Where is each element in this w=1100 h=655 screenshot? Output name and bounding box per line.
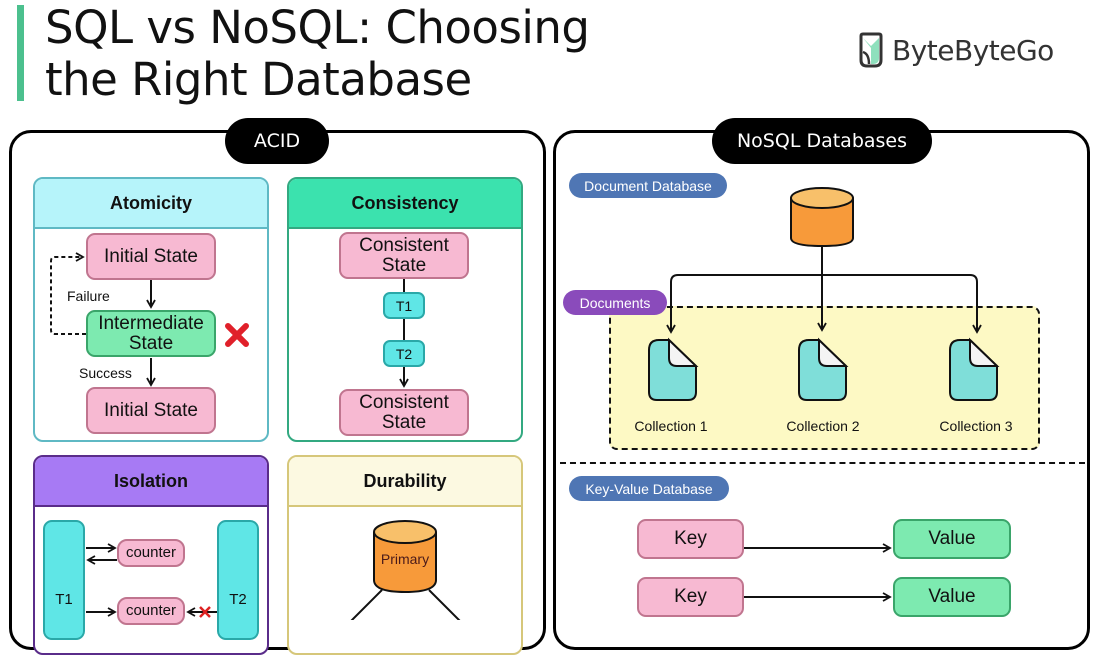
failure-rollback-arrow [50, 252, 86, 335]
atomicity-intermediate-state: Intermediate State [86, 310, 216, 357]
durability-diagram [350, 520, 461, 620]
isolation-arrows [86, 543, 217, 618]
atomicity-initial-state-top: Initial State [86, 233, 216, 280]
isolation-counter-top: counter [117, 539, 185, 567]
bytebytego-logo-icon [859, 32, 883, 68]
document-db-diagram [648, 187, 1000, 401]
kv-value-2: Value [893, 577, 1011, 617]
document-database-tag: Document Database [569, 173, 727, 198]
kv-arrows [744, 543, 892, 602]
blocked-x-icon [199, 606, 211, 618]
atomicity-initial-state-bottom: Initial State [86, 387, 216, 434]
isolation-title: Isolation [35, 457, 267, 507]
brand-name: ByteByteGo [892, 33, 1054, 67]
title-line-1: SQL vs NoSQL: Choosing [45, 1, 590, 54]
collection-2-label: Collection 2 [786, 418, 860, 434]
section-divider [560, 462, 1085, 464]
brand-logo: ByteByteGo [858, 32, 1054, 68]
consistency-state-top: Consistent State [339, 232, 469, 279]
atomicity-arrows [50, 252, 156, 387]
title-accent-bar [17, 5, 24, 101]
failure-x-icon [225, 323, 249, 347]
atomicity-title: Atomicity [35, 179, 267, 229]
consistency-title: Consistency [289, 179, 521, 229]
collection-3-label: Collection 3 [939, 418, 1013, 434]
kv-key-1: Key [637, 519, 744, 559]
key-value-database-tag: Key-Value Database [569, 476, 729, 501]
durability-title: Durability [289, 457, 521, 507]
document-database-icon [790, 187, 854, 248]
consistency-t1: T1 [383, 292, 425, 319]
acid-label: ACID [225, 118, 329, 164]
documents-tag: Documents [563, 290, 667, 315]
page-title: SQL vs NoSQL: Choosing the Right Databas… [45, 2, 590, 106]
success-label: Success [79, 365, 132, 381]
kv-value-1: Value [893, 519, 1011, 559]
kv-key-2: Key [637, 577, 744, 617]
primary-database-icon [373, 520, 437, 594]
failure-label: Failure [67, 288, 110, 304]
collection-3-icon [949, 337, 1000, 401]
consistency-state-bottom: Consistent State [339, 389, 469, 436]
collection-1-icon [648, 337, 699, 401]
nosql-label: NoSQL Databases [712, 118, 932, 164]
collection-2-icon [798, 337, 849, 401]
primary-label: Primary [380, 551, 430, 567]
consistency-t2: T2 [383, 340, 425, 367]
title-line-2: the Right Database [45, 53, 472, 106]
collection-1-label: Collection 1 [634, 418, 708, 434]
